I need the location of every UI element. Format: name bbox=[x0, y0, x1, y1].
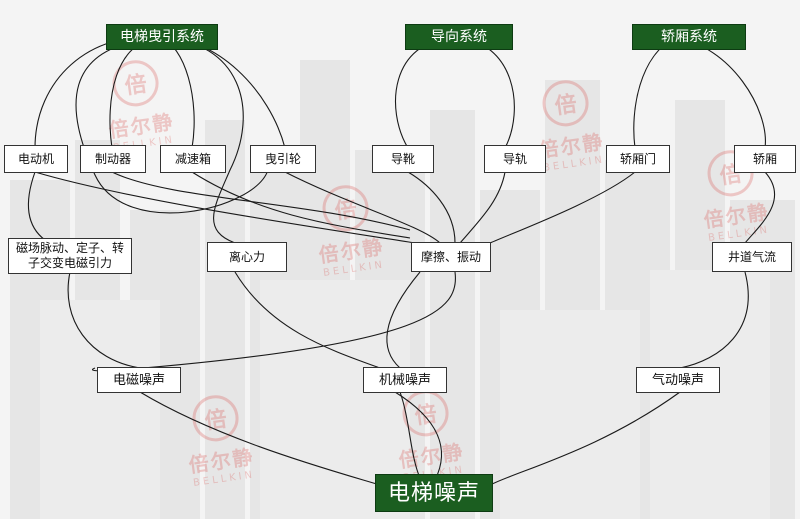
noise-mechanical: 机械噪声 bbox=[363, 367, 447, 393]
connector bbox=[454, 37, 515, 149]
cause-centrifugal-force: 离心力 bbox=[207, 242, 287, 272]
noise-electromagnetic: 电磁噪声 bbox=[97, 367, 181, 393]
connector bbox=[75, 37, 269, 214]
header-guide-system: 导向系统 bbox=[405, 24, 513, 50]
component-sheave: 曳引轮 bbox=[250, 145, 316, 173]
root-elevator-noise: 电梯噪声 bbox=[375, 474, 493, 512]
component-brake: 制动器 bbox=[80, 145, 146, 173]
cause-shaft-airflow: 井道气流 bbox=[712, 242, 792, 272]
connector bbox=[633, 37, 676, 149]
connector bbox=[394, 391, 443, 481]
connector bbox=[394, 37, 456, 149]
header-traction-system: 电梯曳引系统 bbox=[106, 24, 218, 50]
connector bbox=[111, 171, 411, 231]
component-guide-rail: 导轨 bbox=[484, 145, 546, 173]
connector bbox=[284, 171, 441, 244]
header-car-system: 轿厢系统 bbox=[632, 24, 746, 50]
connector bbox=[407, 171, 456, 244]
connector bbox=[679, 271, 749, 369]
connector bbox=[386, 271, 421, 369]
connector bbox=[34, 171, 416, 244]
connector bbox=[399, 391, 421, 479]
connector bbox=[92, 271, 457, 372]
component-guide-shoe: 导靴 bbox=[372, 145, 434, 173]
connector bbox=[744, 171, 776, 244]
component-car-door: 轿厢门 bbox=[606, 145, 670, 173]
connector bbox=[459, 171, 506, 244]
connector bbox=[489, 171, 636, 244]
connector bbox=[159, 37, 244, 244]
connector bbox=[191, 171, 411, 239]
connector bbox=[67, 271, 141, 369]
connector bbox=[27, 171, 46, 241]
component-car: 轿厢 bbox=[734, 145, 796, 173]
connector bbox=[159, 37, 195, 149]
connector bbox=[139, 391, 381, 486]
connector bbox=[674, 37, 766, 149]
component-gearbox: 减速箱 bbox=[160, 145, 226, 173]
cause-friction-vibration: 摩擦、振动 bbox=[411, 242, 491, 272]
connector bbox=[34, 36, 161, 149]
connector bbox=[234, 271, 381, 369]
connector bbox=[109, 37, 161, 149]
noise-aerodynamic: 气动噪声 bbox=[636, 367, 720, 393]
cause-electromagnetic-force: 磁场脉动、定子、转 子交变电磁引力 bbox=[8, 238, 132, 274]
component-motor: 电动机 bbox=[4, 145, 68, 173]
connector bbox=[489, 391, 681, 486]
